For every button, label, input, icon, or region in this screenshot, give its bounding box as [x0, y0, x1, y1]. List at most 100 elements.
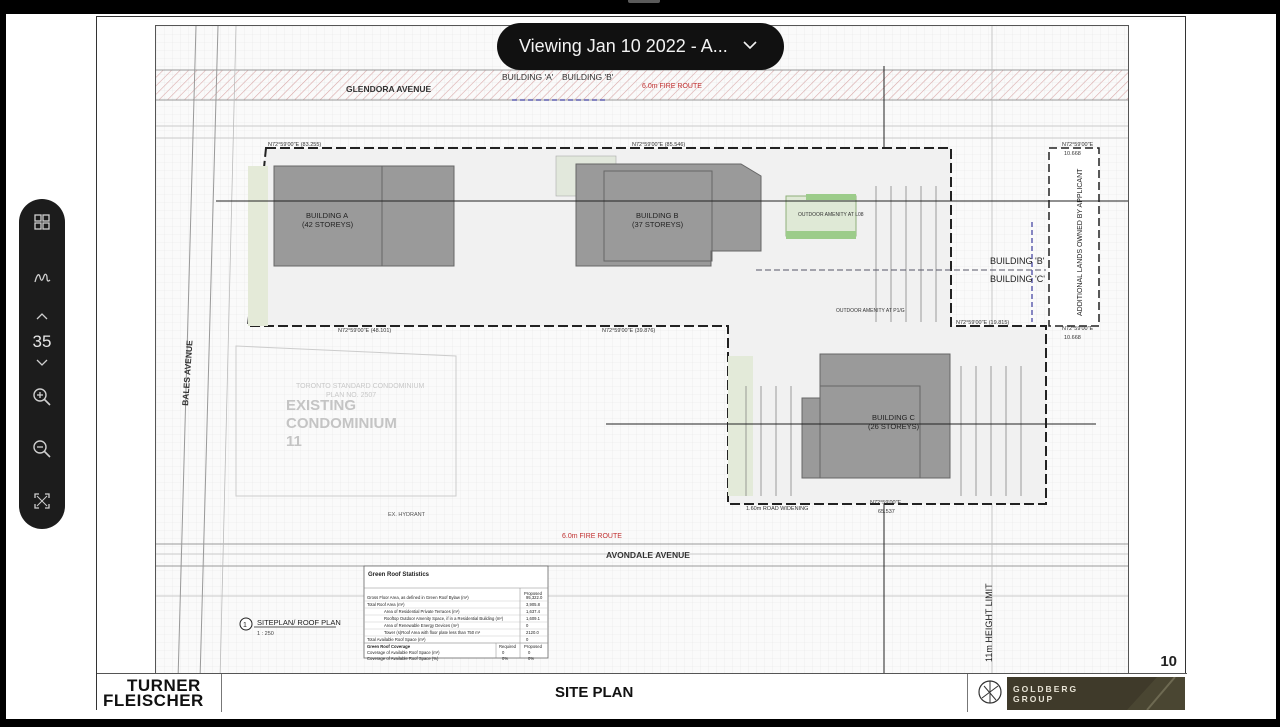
fit-to-screen-button[interactable]: [19, 489, 65, 513]
additional-lands-boundary: [1048, 147, 1100, 327]
existing-condo-l1: EXISTING: [286, 397, 356, 414]
outdoor-amenity-p1-label: OUTDOOR AMENITY AT P1/G: [836, 308, 905, 314]
site-plan-drawing: GLENDORA AVENUE 6.0m FIRE ROUTE BUILDING…: [155, 25, 1129, 681]
road-edge: [219, 26, 237, 680]
gr-coverage-proposed: 0: [528, 650, 531, 655]
goldberg-text: GOLDBERG GROUP: [1013, 684, 1078, 704]
goldberg-emblem-icon: [978, 680, 1002, 704]
view-number: 1: [243, 622, 247, 629]
annotate-button[interactable]: [19, 265, 65, 291]
bearing-3: N72°59'00"E (48.101): [338, 328, 391, 334]
green-strip: [786, 231, 856, 239]
gr-row-label: Rooftop Outdoor Amenity Space, if in a R…: [384, 616, 504, 621]
gr-row-label: Area of Residential Private Terraces (m²…: [384, 609, 460, 614]
green-amenity: [785, 195, 857, 237]
gr-coverage-required: 0: [502, 650, 505, 655]
gr-coverage-proposed: 0%: [528, 656, 534, 661]
height-limit-label: 11m HEIGHT LIMIT: [984, 583, 994, 662]
gr-col-required: Required: [499, 644, 517, 649]
bearing-8: N72°59'00"E: [1062, 326, 1094, 332]
site-plan-svg: GLENDORA AVENUE 6.0m FIRE ROUTE BUILDING…: [156, 26, 1128, 680]
fire-route-north: 6.0m FIRE ROUTE: [642, 83, 702, 90]
building-b-tower: [603, 170, 713, 262]
zoom-out-button[interactable]: [19, 437, 65, 461]
chevron-down-icon: [36, 359, 48, 366]
tscc-l2: PLAN NO. 2507: [326, 392, 376, 399]
landscape-strip: [248, 166, 268, 326]
sheet-title: SITE PLAN: [555, 684, 634, 701]
existing-condo-outline: [235, 345, 457, 497]
building-a-tag: BUILDING 'A': [502, 72, 554, 82]
bearing-7-dist: 10.668: [1064, 151, 1081, 157]
current-page-number[interactable]: 35: [32, 332, 52, 351]
fit-screen-icon: [34, 493, 50, 509]
zoom-in-button[interactable]: [19, 385, 65, 409]
additional-lands-label: ADDITIONAL LANDS OWNED BY APPLICANT: [1077, 168, 1084, 316]
right-edge: [1276, 0, 1280, 727]
grid-icon: [34, 214, 50, 230]
gr-row-value: 95,322.0: [526, 595, 543, 600]
title-block: TURNER FLEISCHER SITE PLAN GOLDBERG GROU…: [97, 673, 1187, 712]
chevron-up-icon: [36, 313, 48, 320]
gr-coverage-header: Green Roof Coverage: [367, 644, 411, 649]
goldberg-logo: GOLDBERG GROUP: [975, 677, 1187, 710]
building-b-tag: BUILDING 'B': [562, 72, 614, 82]
building-a-name: BUILDING A: [306, 211, 348, 220]
tscc-l1: TORONTO STANDARD CONDOMINIUM: [296, 383, 425, 390]
goldberg-box: [1007, 677, 1185, 710]
outdoor-amenity-label: OUTDOOR AMENITY AT L08: [798, 212, 864, 218]
gr-row-value: 3,905.8: [526, 602, 541, 607]
gr-row-label: Total Available Roof Space (m²): [367, 637, 426, 642]
top-handle[interactable]: [628, 0, 660, 3]
green-roof-title: Green Roof Statistics: [368, 572, 430, 578]
thumbnails-button[interactable]: [19, 209, 65, 235]
bales-label: BALES AVENUE: [180, 340, 195, 407]
gr-coverage-label: Coverage of Available Roof Space (m²): [367, 650, 440, 655]
gr-row-value: 0: [526, 623, 529, 628]
title-divider: [967, 674, 968, 712]
page-number: 10: [1160, 653, 1177, 670]
viewer-top-bar: [0, 0, 1280, 14]
existing-condo-l3: 11: [286, 433, 302, 450]
building-b-storeys: (37 STOREYS): [632, 220, 684, 229]
bearing-2: N72°59'00"E (85.546): [632, 142, 685, 148]
version-label: Viewing Jan 10 2022 - A...: [519, 36, 728, 56]
ex-hydrant-label: EX. HYDRANT: [388, 512, 426, 518]
road-edge: [199, 26, 219, 680]
building-b-name: BUILDING B: [636, 211, 679, 220]
gr-coverage-label: Coverage of Available Roof Space (%): [367, 656, 439, 661]
bearing-4: N72°59'00"E (39.876): [602, 328, 655, 334]
title-divider: [221, 674, 222, 712]
next-page-button[interactable]: [19, 355, 65, 371]
building-b-footprint: [575, 163, 762, 267]
road-edge: [177, 26, 197, 680]
green-roof-table: Green Roof Statistics Proposed Gross Flo…: [363, 565, 549, 661]
gr-row-value: 1,609.1: [526, 616, 541, 621]
building-c-name: BUILDING C: [872, 413, 916, 422]
developer-line2: GROUP: [1013, 694, 1055, 704]
fire-route-south: 6.0m FIRE ROUTE: [562, 533, 622, 540]
glendora-label: GLENDORA AVENUE: [346, 84, 431, 94]
gr-row-label: Tower (s)Roof Area with floor plate less…: [384, 630, 481, 635]
bearing-6: N72°59'00"E: [870, 500, 902, 506]
avondale-label: AVONDALE AVENUE: [606, 550, 690, 560]
viewer-bottom-bar: [0, 719, 1280, 727]
left-edge: [0, 0, 6, 727]
view-label: SITEPLAN/ ROOF PLAN: [257, 618, 341, 627]
gr-coverage-required: 0%: [502, 656, 508, 661]
gr-row-label: Total Roof Area (m²): [367, 602, 405, 607]
landscape-strip: [728, 356, 753, 496]
gr-row-label: Area of Renewable Energy Devices (m²): [384, 623, 460, 628]
chevron-down-icon: [743, 41, 757, 50]
gr-row-value: 2120.0: [526, 630, 539, 635]
gr-row-label: Gross Floor Area, as defined in Green Ro…: [367, 595, 469, 600]
version-selector[interactable]: Viewing Jan 10 2022 - A...: [497, 23, 784, 70]
previous-page-button[interactable]: [19, 307, 65, 325]
bearing-5: N72°59'00"E (19.815): [956, 320, 1009, 326]
building-c-storeys: (26 STOREYS): [868, 422, 920, 431]
zoom-out-icon: [33, 440, 51, 458]
building-c-tower: [819, 385, 921, 479]
bearing-1: N72°59'00"E (83.255): [268, 142, 321, 148]
building-c-tag-east: BUILDING 'C': [990, 274, 1045, 284]
building-a-footprint: [273, 165, 455, 267]
